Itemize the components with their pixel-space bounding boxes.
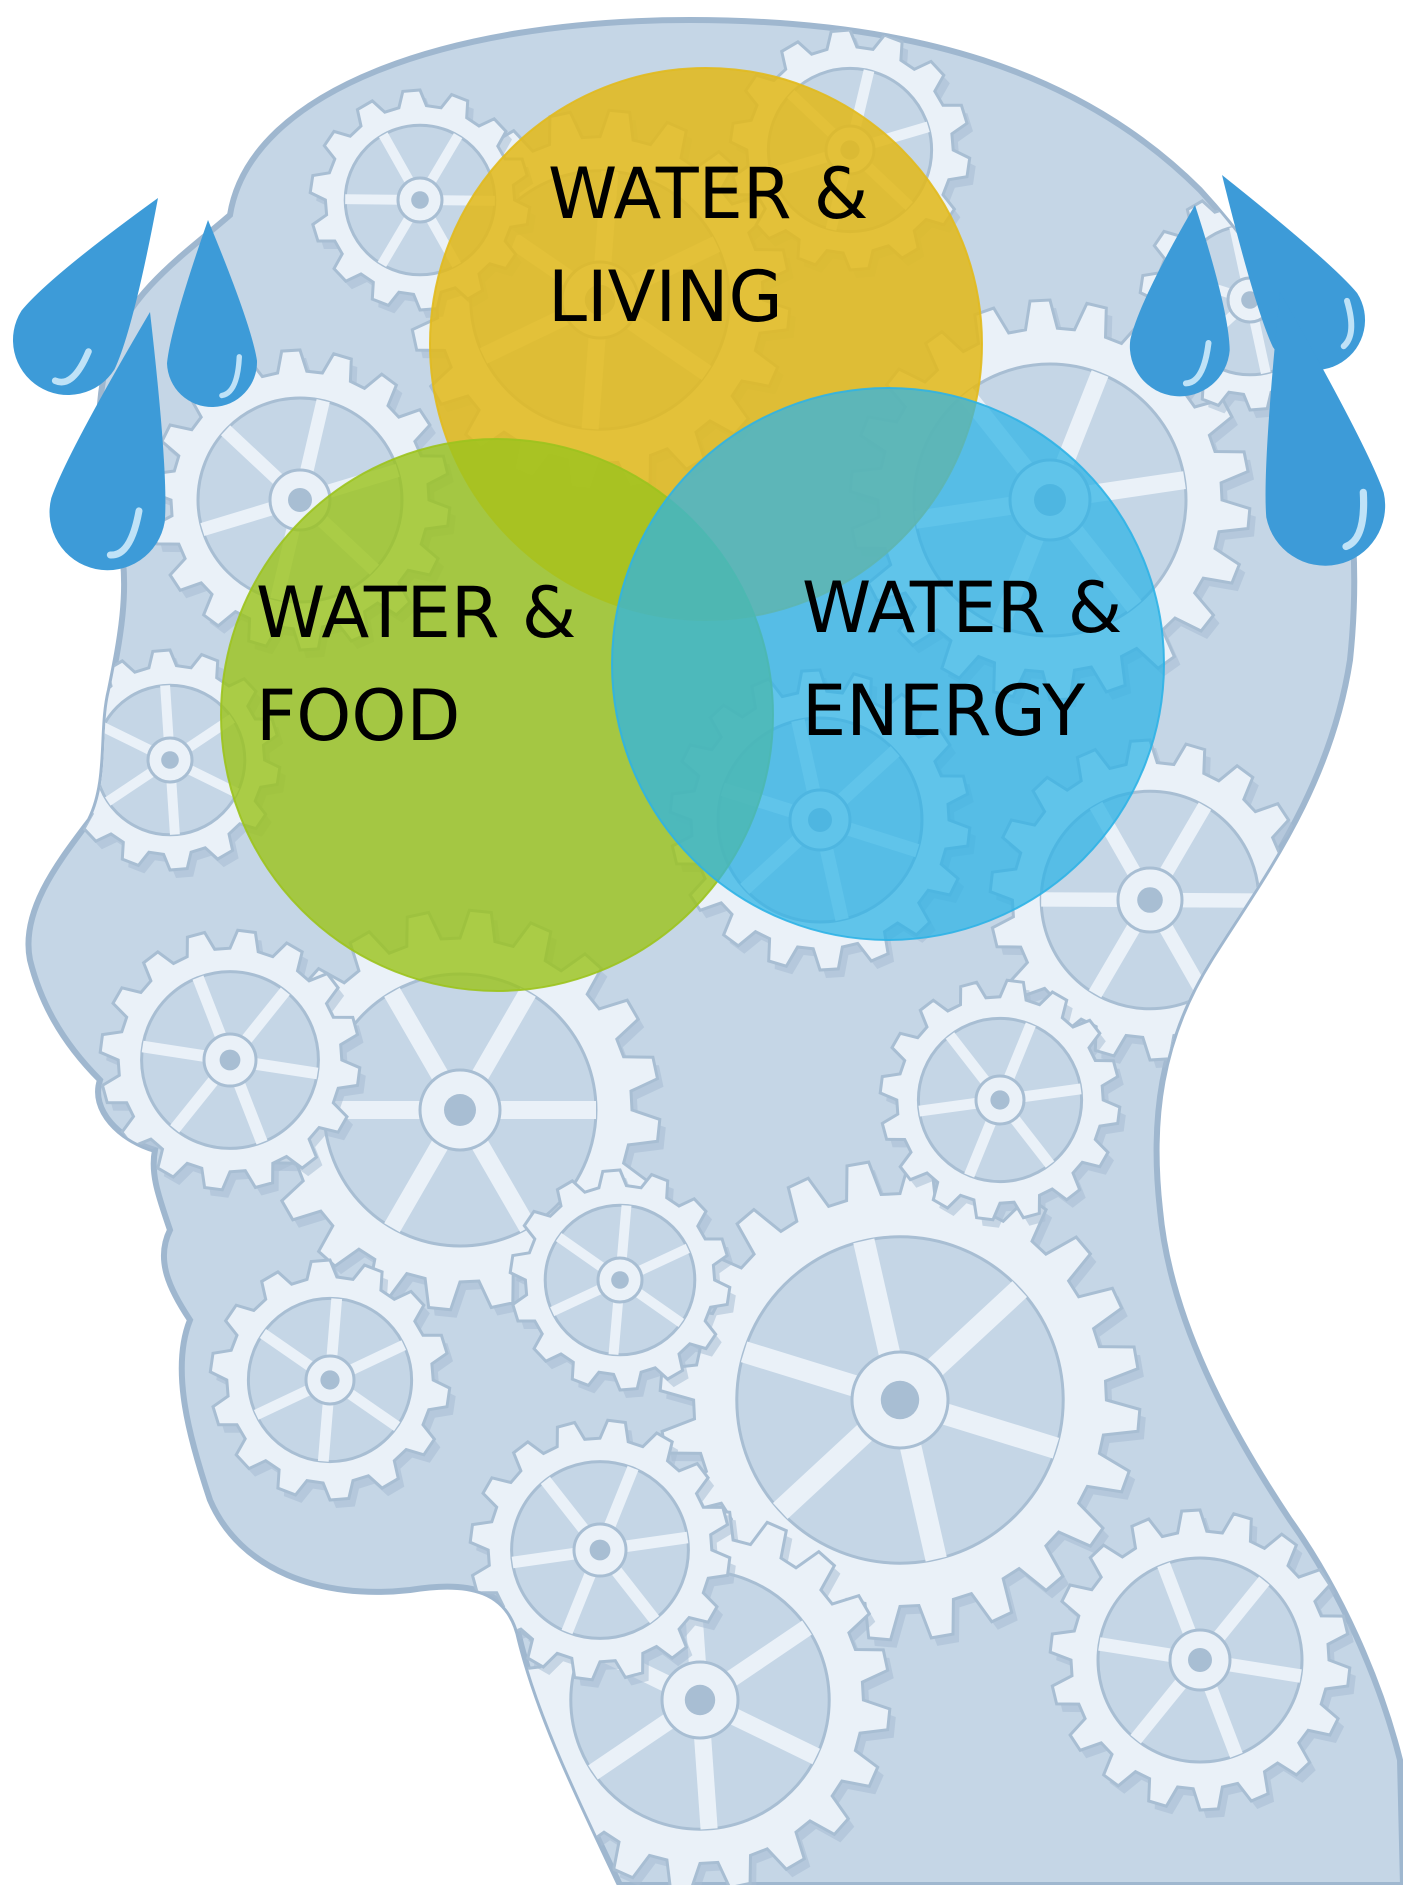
venn-label-living-line-2: LIVING <box>548 256 783 338</box>
venn-label-energy-line-1: WATER & <box>802 567 1122 649</box>
venn-label-energy-line-2: ENERGY <box>802 670 1085 752</box>
venn-label-living-line-1: WATER & <box>548 153 868 235</box>
venn-label-food-line-2: FOOD <box>256 675 460 757</box>
venn-circle-energy <box>612 388 1164 940</box>
venn-label-food-line-1: WATER & <box>256 572 576 654</box>
